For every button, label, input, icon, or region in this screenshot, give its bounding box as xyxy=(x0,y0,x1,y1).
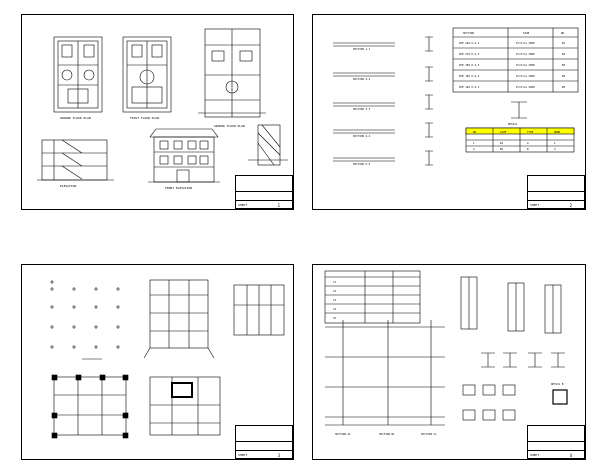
schedule-cell: Profile 2000 xyxy=(516,63,535,67)
sheet-4-drawing: C1 C2 C3 C4 C5 SECTION A1 SECTION B1 SEC… xyxy=(324,270,568,436)
foundation-plan-2 xyxy=(149,376,221,436)
schedule-cell: Profile 2000 xyxy=(516,41,535,45)
schedule-cell: IPE 160 P.A.I xyxy=(459,74,480,78)
base-plate-details xyxy=(462,384,568,421)
detail-cell: B2 xyxy=(500,147,504,151)
detail-cell: 2 xyxy=(473,147,475,151)
front-elevation xyxy=(148,128,220,183)
schedule-cell: B1 xyxy=(562,41,566,45)
column-elevations xyxy=(325,320,445,426)
foundation-plan-1 xyxy=(51,374,129,439)
schedule-cell: B4 xyxy=(562,74,566,78)
column-layout-plan xyxy=(50,280,120,360)
detail-header: TYPE xyxy=(527,130,534,134)
sheet-number-1: 1 xyxy=(277,203,280,208)
plan-title-2: FIRST FLOOR PLAN xyxy=(130,116,159,120)
schedule-header-size: SIZE xyxy=(523,31,530,35)
first-floor-plan xyxy=(122,36,172,113)
section-label-1: SECTION A1 xyxy=(335,432,351,436)
title-block-2: SHEET 2 xyxy=(527,175,585,209)
sheet-number-3: 3 xyxy=(277,453,280,458)
beam-label-3: SECTION 3-3 xyxy=(353,107,371,111)
drawing-sheet-3[interactable]: SHEET 3 xyxy=(21,264,294,460)
base-plate-detail xyxy=(511,101,527,119)
detail-cell: A xyxy=(527,141,529,145)
detail-table xyxy=(465,127,575,153)
ground-floor-plan-1 xyxy=(53,36,103,113)
column-row-4: C4 xyxy=(333,307,337,311)
schedule-cell: B2 xyxy=(562,52,566,56)
schedule-cell: Profile 2000 xyxy=(516,52,535,56)
column-schedule-table xyxy=(324,270,421,324)
section-label-3: SECTION C1 xyxy=(421,432,437,436)
sheet-number-4: 4 xyxy=(569,453,572,458)
detail-header: SIZE xyxy=(500,130,507,134)
detail-header: MARK xyxy=(554,130,561,134)
drawing-sheet-2[interactable]: SECTION 1-1 SECTION 2-2 SECTION 3-3 SECT… xyxy=(312,14,586,210)
column-section-details xyxy=(460,276,565,368)
sheet-2-drawing: SECTION 1-1 SECTION 2-2 SECTION 3-3 SECT… xyxy=(333,27,579,166)
beam-label-1: SECTION 1-1 xyxy=(353,47,371,51)
column-row-5: C5 xyxy=(333,316,337,320)
column-row-1: C1 xyxy=(333,280,337,284)
sheet-3-drawing xyxy=(50,279,285,439)
floor-framing-plan xyxy=(143,279,215,359)
roof-plan xyxy=(248,124,288,166)
plan-title-3: GROUND FLOOR PLAN xyxy=(214,124,245,128)
schedule-header-no: NO. xyxy=(561,31,566,35)
ground-floor-plan-2 xyxy=(198,28,266,118)
detail-b-label: DETAIL B xyxy=(551,382,564,386)
column-section xyxy=(233,284,285,336)
detail-cell: 2 xyxy=(554,147,556,151)
column-row-3: C3 xyxy=(333,298,337,302)
beam-label-4: SECTION 4-4 xyxy=(353,134,371,138)
schedule-cell: IPE 270 P.A.I xyxy=(459,52,480,56)
schedule-cell: IPE 240 P.A.I xyxy=(459,41,480,45)
schedule-cell: B5 xyxy=(562,85,566,89)
title-block-1: SHEET 1 xyxy=(235,175,293,209)
section-label-2: SECTION B1 xyxy=(379,432,395,436)
schedule-header-section: SECTION xyxy=(463,31,474,35)
title-block-4: SHEET 4 xyxy=(527,425,585,459)
schedule-cell: Profile 2000 xyxy=(516,85,535,89)
side-elevation xyxy=(37,139,114,181)
sheet-label-4: SHEET xyxy=(530,453,540,457)
detail-cell: B xyxy=(527,147,529,151)
sheet-1-drawing: GROUND FLOOR PLAN FIRST FLOOR PLAN GROUN… xyxy=(37,28,288,190)
detail-cell: 1 xyxy=(473,141,475,145)
schedule-cell: B3 xyxy=(562,63,566,67)
title-block-3: SHEET 3 xyxy=(235,425,293,459)
beam-label-2: SECTION 2-2 xyxy=(353,77,371,81)
beam-label-5: SECTION 5-5 xyxy=(353,162,371,166)
i-section-details xyxy=(425,36,433,166)
detail-cell: 1 xyxy=(554,141,556,145)
sheet-label-1: SHEET xyxy=(238,203,248,207)
drawing-sheet-1[interactable]: GROUND FLOOR PLAN FIRST FLOOR PLAN GROUN… xyxy=(21,14,294,210)
schedule-cell: Profile 2000 xyxy=(516,74,535,78)
elevation-title-1: ELEVATION xyxy=(60,184,76,188)
beam-elevations xyxy=(333,42,395,162)
schedule-cell: IPE 140 P.A.I xyxy=(459,85,480,89)
beam-schedule-table xyxy=(452,27,579,93)
detail-header: NO. xyxy=(473,130,478,134)
sheet-label-3: SHEET xyxy=(238,453,248,457)
schedule-cell: IPE 300 P.A.I xyxy=(459,63,480,67)
plan-title-1: GROUND FLOOR PLAN xyxy=(60,116,91,120)
sheet-label-2: SHEET xyxy=(530,203,540,207)
drawing-sheet-4[interactable]: C1 C2 C3 C4 C5 SECTION A1 SECTION B1 SEC… xyxy=(312,264,586,460)
elevation-title-2: FRONT ELEVATION xyxy=(165,186,192,190)
sheet-number-2: 2 xyxy=(569,203,572,208)
column-row-2: C2 xyxy=(333,289,337,293)
detail-cell: B1 xyxy=(500,141,504,145)
detail-table-title: DETAIL xyxy=(508,122,518,126)
